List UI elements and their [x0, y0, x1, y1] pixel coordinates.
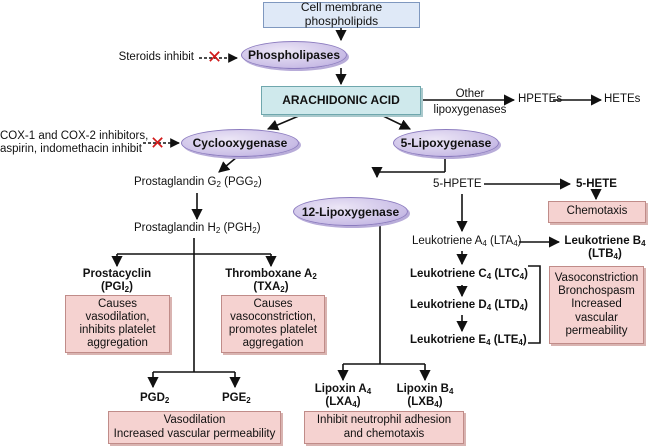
pgg2-label: Prostaglandin G2 (PGG2) — [134, 176, 262, 189]
prostacyclin-effects-box: Causes vasodilation, inhibits platelet a… — [65, 295, 170, 353]
pgd2-label: PGD2 — [140, 392, 170, 405]
thromboxane-label: Thromboxane A2 (TXA2) — [225, 268, 317, 295]
phospholipases-enzyme: Phospholipases — [241, 41, 347, 69]
5-hete-label: 5-HETE — [576, 178, 617, 190]
chemotaxis-box: Chemotaxis — [548, 201, 646, 223]
5-lipoxygenase-enzyme: 5-Lipoxygenase — [393, 129, 499, 157]
cell-membrane-phospholipids-box: Cell membrane phospholipids — [263, 0, 420, 28]
ltb4-label: Leukotriene B4 (LTB4) — [564, 235, 646, 262]
other-label: Other — [455, 88, 485, 100]
thromboxane-effects-box: Causes vasoconstriction, promotes platel… — [221, 295, 325, 353]
pgd-pge-effects-box: Vasodilation Increased vascular permeabi… — [108, 411, 281, 444]
cox-inhibitors-label: COX-1 and COX-2 inhibitors, aspirin, ind… — [0, 130, 148, 156]
5-hpete-label: 5-HPETE — [433, 178, 482, 190]
cox-block-x-icon: ✕ — [150, 133, 166, 153]
lta4-label: Leukotriene A4 (LTA4) — [412, 235, 522, 248]
pgh2-label: Prostaglandin H2 (PGH2) — [134, 222, 261, 235]
leukotriene-effects-box: Vasoconstriction Bronchospasm Increased … — [549, 266, 644, 344]
steroid-block-x-icon: ✕ — [207, 47, 223, 67]
ltd4-label: Leukotriene D4 (LTD4) — [410, 299, 528, 312]
lxb4-label: Lipoxin B4 (LXB4) — [396, 383, 454, 410]
ltc4-label: Leukotriene C4 (LTC4) — [410, 268, 528, 281]
lipoxin-effects-box: Inhibit neutrophil adhesion and chemotax… — [304, 411, 464, 444]
cox-inhibitors-line1: COX-1 and COX-2 inhibitors, — [0, 130, 149, 142]
hetes-label: HETEs — [604, 93, 641, 105]
lte4-label: Leukotriene E4 (LTE4) — [410, 334, 527, 347]
other-lipoxygenases-label: Other lipoxygenases — [430, 86, 510, 118]
lxa4-label: Lipoxin A4 (LXA4) — [314, 383, 372, 410]
12-lipoxygenase-enzyme: 12-Lipoxygenase — [293, 197, 408, 226]
steroids-inhibit-label: Steroids inhibit — [118, 51, 194, 63]
arachidonic-acid-box: ARACHIDONIC ACID — [261, 86, 421, 115]
pge2-label: PGE2 — [222, 392, 251, 405]
cox-inhibitors-line2: aspirin, indomethacin inhibit — [0, 143, 142, 156]
prostacyclin-label: Prostacyclin (PGI2) — [82, 268, 152, 295]
lipoxygenases-label: lipoxygenases — [433, 104, 507, 117]
cyclooxygenase-enzyme: Cyclooxygenase — [181, 129, 299, 157]
hpetes-label: HPETEs — [518, 93, 563, 105]
